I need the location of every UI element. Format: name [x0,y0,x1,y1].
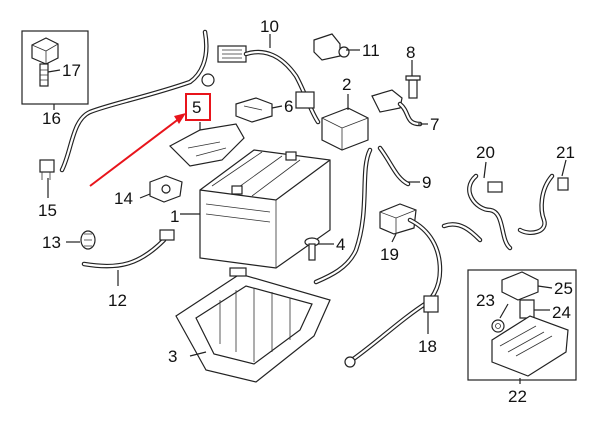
cover-6 [235,97,273,123]
clip-part-16 [31,37,59,87]
callout-4: 4 [336,235,345,254]
callout-22: 22 [508,387,527,406]
battery-1 [199,149,331,269]
highlight-arrow-line [89,117,181,187]
callout-14: 14 [114,189,133,208]
callout-6: 6 [284,97,293,116]
harness-15 [39,29,215,180]
callout-18: 18 [418,337,437,356]
highlight-box [185,93,211,121]
module-2 [321,107,369,151]
callout-labels: 1 2 3 4 5 6 7 8 9 10 11 12 13 14 15 16 1… [38,17,575,406]
harness-20 [441,173,513,251]
relay-19 [379,203,417,235]
callout-8: 8 [406,43,415,62]
tray-3 [175,267,331,383]
callout-3: 3 [168,347,177,366]
bracket-25 [501,271,539,301]
callout-9: 9 [422,173,431,192]
cover-5 [169,123,245,167]
callout-21: 21 [556,143,575,162]
harness-9 [313,145,411,285]
callout-16: 16 [42,109,61,128]
callout-24: 24 [552,303,571,322]
callout-10: 10 [260,17,279,36]
fuse-box-22 [491,315,569,377]
harness-18 [344,217,443,368]
callout-2: 2 [342,75,351,94]
callout-11: 11 [362,41,380,60]
clip-24 [519,299,535,319]
callout-7: 7 [430,115,439,134]
group-box-16 [21,30,89,105]
cable-12 [81,229,175,269]
callout-1: 1 [170,207,179,226]
callout-15: 15 [38,201,57,220]
highlight-callout-5 [89,93,211,187]
leader-lines [47,34,567,384]
callout-13: 13 [42,233,61,252]
bracket-7 [371,89,423,127]
clip-23 [491,319,505,333]
bolt-4 [304,237,320,261]
connector-14 [149,175,183,203]
callout-20: 20 [476,143,495,162]
callout-25: 25 [554,279,573,298]
bracket-11 [313,33,350,61]
grommet-13 [80,230,96,250]
harness-21 [517,173,569,235]
group-box-22 [467,269,577,381]
callout-12: 12 [108,291,127,310]
callout-23: 23 [476,291,495,310]
callout-17: 17 [62,61,81,80]
callout-5: 5 [192,98,201,117]
harness-10 [217,45,321,125]
bolt-8 [405,75,421,99]
highlight-arrow-head [174,113,186,124]
callout-19: 19 [380,245,399,264]
